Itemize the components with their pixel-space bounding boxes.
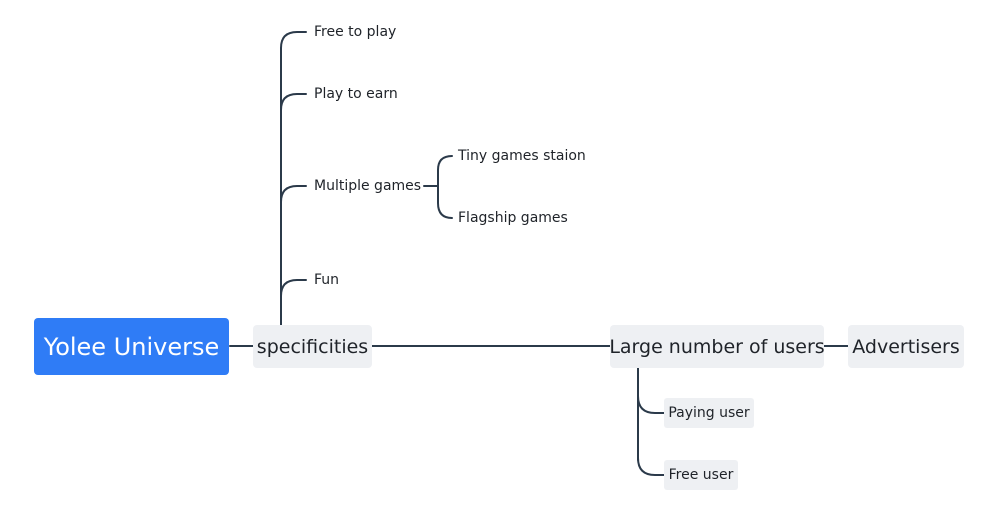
connector-paying-user [637, 395, 665, 414]
topic-specificities[interactable]: specificities [253, 325, 372, 368]
subtopic-free-user-label: Free user [668, 467, 734, 483]
root-topic[interactable]: Yolee Universe [34, 318, 229, 375]
subtopic-tiny-games-staion-label: Tiny games staion [458, 148, 586, 164]
connector-free-user [637, 457, 665, 476]
subtopic-paying-user[interactable]: Paying user [664, 398, 754, 428]
subtopic-flagship-games-label: Flagship games [458, 210, 568, 226]
connector-fun [280, 279, 307, 297]
connector-tiny-games [437, 155, 453, 187]
subtopic-paying-user-label: Paying user [668, 405, 750, 421]
topic-specificities-label: specificities [256, 335, 369, 358]
subtopic-free-to-play-label: Free to play [314, 24, 397, 40]
topic-large-number-of-users[interactable]: Large number of users [609, 325, 825, 368]
subtopic-play-to-earn-label: Play to earn [314, 86, 398, 102]
subtopic-play-to-earn[interactable]: Play to earn [308, 83, 418, 105]
subtopic-flagship-games[interactable]: Flagship games [452, 207, 582, 229]
subtopic-multiple-games[interactable]: Multiple games [308, 175, 424, 197]
connector-play-to-earn [280, 93, 307, 111]
root-topic-label: Yolee Universe [43, 332, 220, 361]
subtopic-free-to-play[interactable]: Free to play [308, 21, 418, 43]
subtopic-fun-label: Fun [314, 272, 340, 288]
connector-free-to-play [280, 31, 307, 49]
subtopic-free-user[interactable]: Free user [664, 460, 738, 490]
topic-large-number-of-users-label: Large number of users [609, 335, 825, 358]
topic-advertisers-label: Advertisers [852, 335, 960, 358]
subtopic-tiny-games-staion[interactable]: Tiny games staion [452, 145, 592, 167]
connector-flagship-games [437, 185, 453, 219]
connector-multiple-games [280, 185, 307, 203]
subtopic-fun[interactable]: Fun [308, 269, 368, 291]
subtopic-multiple-games-label: Multiple games [314, 178, 422, 194]
topic-advertisers[interactable]: Advertisers [848, 325, 964, 368]
